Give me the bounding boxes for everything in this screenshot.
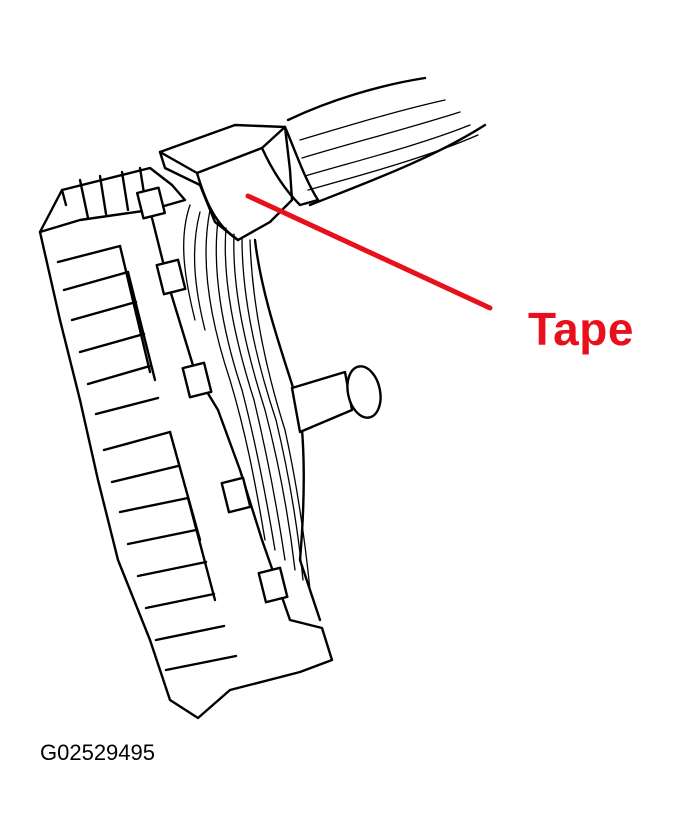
figure-id: G02529495 — [40, 740, 155, 765]
connector-body — [38, 166, 334, 720]
tape-wrap — [158, 123, 320, 242]
tape-callout-line — [245, 193, 493, 311]
tape-label: Tape — [528, 303, 634, 355]
mounting-stud — [290, 365, 382, 434]
wire-bundle — [286, 76, 487, 207]
